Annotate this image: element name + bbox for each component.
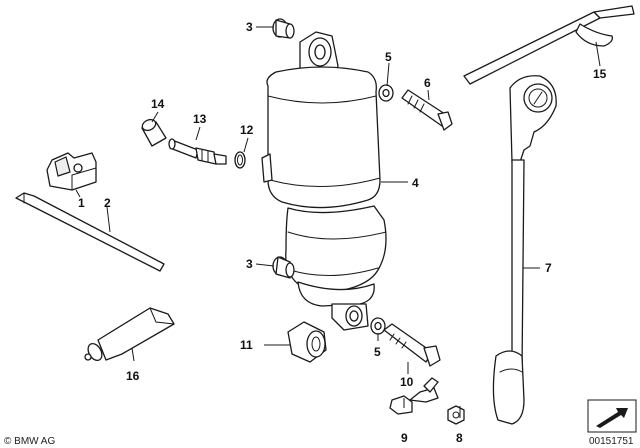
callout-13: 13	[193, 112, 207, 126]
cable-tie-part-15	[463, 5, 635, 85]
rubber-bushing-part-3-top	[272, 18, 295, 39]
callout-4: 4	[412, 176, 419, 190]
leader-lines	[75, 26, 601, 418]
callout-7: 7	[545, 261, 552, 275]
image-number: 00151751	[589, 436, 634, 447]
air-spring-part-4	[261, 31, 387, 331]
o-ring-part-12	[234, 151, 246, 169]
rubber-bushing-part-3-mid	[272, 256, 295, 279]
nut-part-8	[447, 405, 465, 425]
callout-15: 15	[593, 67, 607, 81]
callout-5-top: 5	[385, 50, 392, 64]
valve-part-13	[168, 138, 227, 165]
callout-3-top: 3	[246, 20, 253, 34]
callout-14: 14	[151, 97, 165, 111]
bracket-part-1	[46, 152, 97, 191]
callout-3-mid: 3	[246, 257, 253, 271]
callout-6: 6	[424, 76, 431, 90]
washer-part-5-top	[378, 84, 394, 102]
clip-part-9	[389, 377, 439, 415]
callout-12: 12	[240, 123, 254, 137]
callout-5-bottom: 5	[374, 345, 381, 359]
bushing-part-14	[141, 118, 167, 147]
bolt-part-10	[383, 323, 441, 367]
callout-1: 1	[78, 196, 85, 210]
callout-2: 2	[104, 196, 111, 210]
callout-9: 9	[401, 431, 408, 445]
grease-tube-part-16	[84, 307, 175, 362]
catalog-arrow-icon	[587, 399, 637, 433]
callout-labels: 1 2 3 3 4 5 5 6 7 8 9 10 11 12 13 14 15 …	[78, 20, 607, 445]
washer-part-5-bottom	[370, 317, 386, 335]
bolt-part-6	[401, 89, 453, 131]
cable-tie-part-2	[15, 192, 165, 272]
rubber-bushing-part-11	[287, 321, 327, 363]
copyright-text: © BMW AG	[4, 436, 55, 447]
callout-8: 8	[456, 431, 463, 445]
callout-16: 16	[126, 369, 140, 383]
callout-11: 11	[240, 338, 253, 352]
gauge-hose-part-7	[492, 75, 557, 425]
callout-10: 10	[400, 375, 414, 389]
